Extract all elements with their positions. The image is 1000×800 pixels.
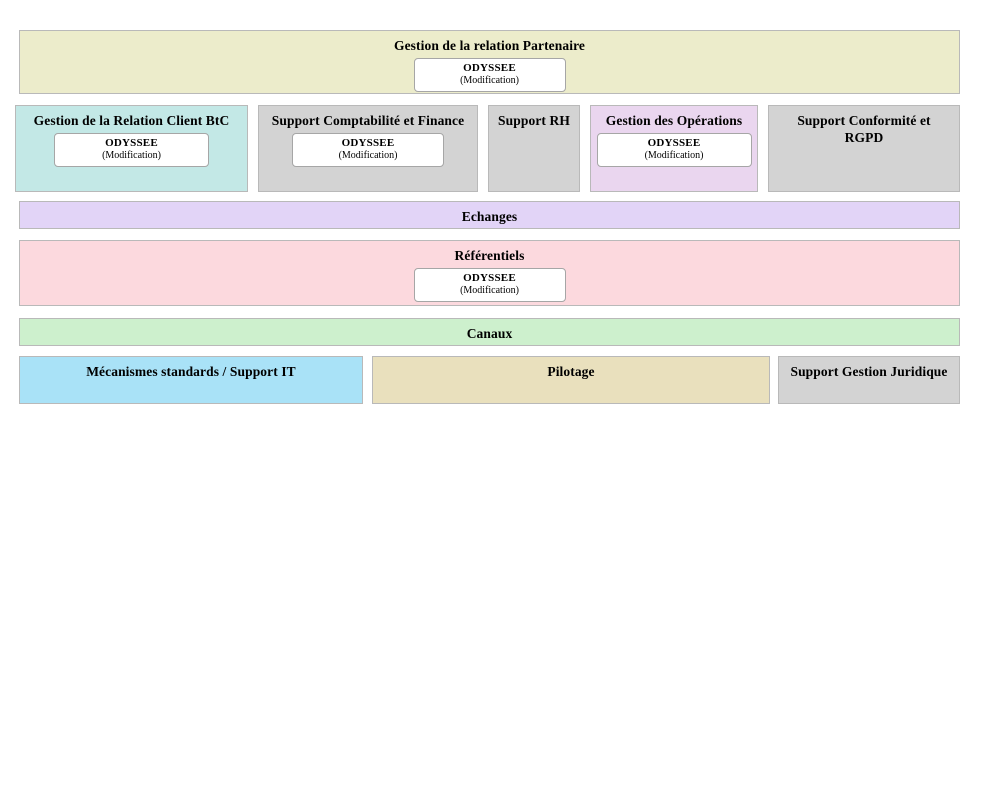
application-status: (Modification) bbox=[338, 150, 398, 161]
application-card-referentiels[interactable]: ODYSSEE(Modification) bbox=[413, 268, 566, 302]
application-card-gestion-des-operations[interactable]: ODYSSEE(Modification) bbox=[596, 133, 752, 167]
block-echanges[interactable]: Echanges bbox=[19, 201, 960, 229]
application-name: ODYSSEE bbox=[105, 137, 158, 149]
block-title-support-rh: Support RH bbox=[498, 113, 570, 128]
block-support-gestion-juridique[interactable]: Support Gestion Juridique bbox=[778, 356, 960, 404]
application-status: (Modification) bbox=[460, 285, 519, 296]
application-name: ODYSSEE bbox=[463, 62, 516, 74]
block-title-mecanismes-standards-support-it: Mécanismes standards / Support IT bbox=[86, 364, 296, 379]
application-status: (Modification) bbox=[102, 150, 161, 161]
block-title-canaux: Canaux bbox=[466, 326, 513, 341]
application-name: ODYSSEE bbox=[341, 137, 395, 149]
block-title-support-comptabilite-finance: Support Comptabilité et Finance bbox=[271, 113, 465, 128]
application-card-gestion-relation-client-btc[interactable]: ODYSSEE(Modification) bbox=[54, 133, 209, 167]
block-title-gestion-relation-client-btc: Gestion de la Relation Client BtC bbox=[33, 113, 230, 128]
block-title-referentiels: Référentiels bbox=[454, 248, 525, 263]
block-title-gestion-des-operations: Gestion des Opérations bbox=[605, 113, 743, 128]
block-support-rh[interactable]: Support RH bbox=[488, 105, 580, 192]
block-gestion-relation-client-btc[interactable]: Gestion de la Relation Client BtC ODYSSEE… bbox=[15, 105, 248, 192]
block-title-echanges: Echanges bbox=[461, 209, 518, 224]
block-title-support-gestion-juridique: Support Gestion Juridique bbox=[790, 364, 948, 379]
application-name: ODYSSEE bbox=[647, 137, 701, 149]
block-pilotage[interactable]: Pilotage bbox=[372, 356, 770, 404]
application-status: (Modification) bbox=[460, 75, 519, 86]
application-card-gestion-relation-partenaire[interactable]: ODYSSEE(Modification) bbox=[413, 58, 566, 92]
block-mecanismes-standards-support-it[interactable]: Mécanismes standards / Support IT bbox=[19, 356, 363, 404]
block-title-gestion-relation-partenaire: Gestion de la relation Partenaire bbox=[393, 38, 586, 53]
block-title-support-conformite-rgpd: Support Conformité et RGPD bbox=[797, 113, 931, 145]
application-name: ODYSSEE bbox=[463, 272, 516, 284]
application-card-support-comptabilite-finance[interactable]: ODYSSEE(Modification) bbox=[292, 133, 444, 167]
application-status: (Modification) bbox=[644, 150, 704, 161]
block-canaux[interactable]: Canaux bbox=[19, 318, 960, 346]
block-support-conformite-rgpd[interactable]: Support Conformité et RGPD bbox=[768, 105, 960, 192]
block-title-pilotage: Pilotage bbox=[547, 364, 595, 379]
